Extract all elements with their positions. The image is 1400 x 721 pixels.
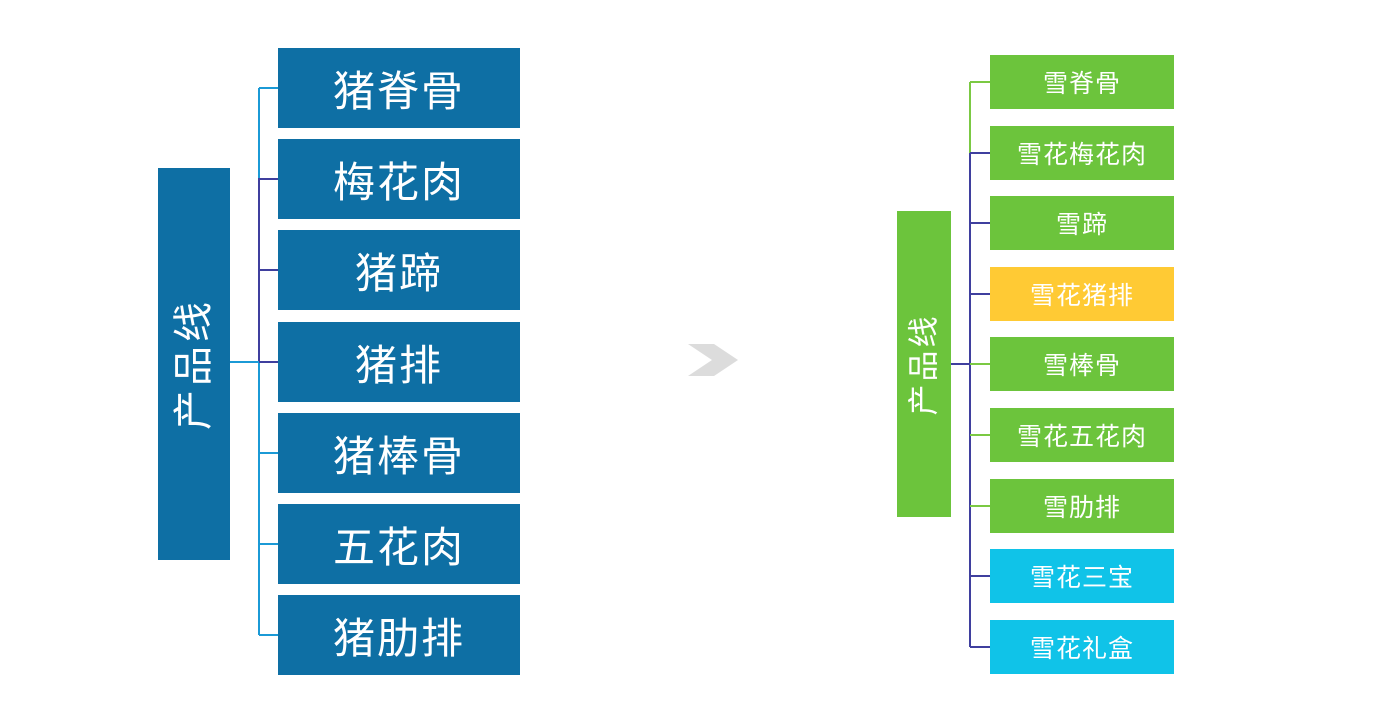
left-node-1[interactable]: 猪脊骨	[278, 48, 520, 128]
left-node-3-label: 猪蹄	[354, 249, 443, 297]
left-node-7[interactable]: 猪肋排	[278, 595, 520, 675]
right-node-8[interactable]: 雪花三宝	[990, 549, 1174, 603]
right-node-1-label: 雪脊骨	[1042, 70, 1121, 98]
right-node-6[interactable]: 雪花五花肉	[990, 408, 1174, 462]
right-node-9[interactable]: 雪花礼盒	[990, 620, 1174, 674]
right-root-label: 产品线	[906, 313, 942, 415]
left-root-node[interactable]: 产品线	[158, 168, 230, 560]
right-node-1[interactable]: 雪脊骨	[990, 55, 1174, 109]
right-node-2[interactable]: 雪花梅花肉	[990, 126, 1174, 180]
left-node-5-label: 猪棒骨	[332, 432, 465, 480]
right-node-5[interactable]: 雪棒骨	[990, 337, 1174, 391]
left-node-2-label: 梅花肉	[332, 158, 465, 206]
right-node-4[interactable]: 雪花猪排	[990, 267, 1174, 321]
right-node-3[interactable]: 雪蹄	[990, 196, 1174, 250]
right-root-node[interactable]: 产品线	[897, 211, 951, 517]
left-node-5[interactable]: 猪棒骨	[278, 413, 520, 493]
left-root-label: 产品线	[172, 298, 216, 430]
left-node-1-label: 猪脊骨	[332, 67, 465, 115]
right-node-8-label: 雪花三宝	[1029, 564, 1134, 592]
left-node-6-label: 五花肉	[332, 523, 465, 571]
right-node-5-label: 雪棒骨	[1042, 352, 1121, 380]
left-node-4[interactable]: 猪排	[278, 322, 520, 402]
right-node-4-label: 雪花猪排	[1029, 282, 1134, 310]
right-node-7[interactable]: 雪肋排	[990, 479, 1174, 533]
left-node-2[interactable]: 梅花肉	[278, 139, 520, 219]
chevron-right-icon	[688, 344, 738, 376]
right-node-2-label: 雪花梅花肉	[1016, 141, 1147, 169]
left-node-3[interactable]: 猪蹄	[278, 230, 520, 310]
right-node-7-label: 雪肋排	[1042, 494, 1121, 522]
left-node-4-label: 猪排	[354, 341, 443, 389]
right-node-6-label: 雪花五花肉	[1016, 423, 1147, 451]
left-node-7-label: 猪肋排	[332, 614, 465, 662]
right-node-3-label: 雪蹄	[1055, 211, 1108, 239]
right-node-9-label: 雪花礼盒	[1029, 635, 1134, 663]
left-node-6[interactable]: 五花肉	[278, 504, 520, 584]
